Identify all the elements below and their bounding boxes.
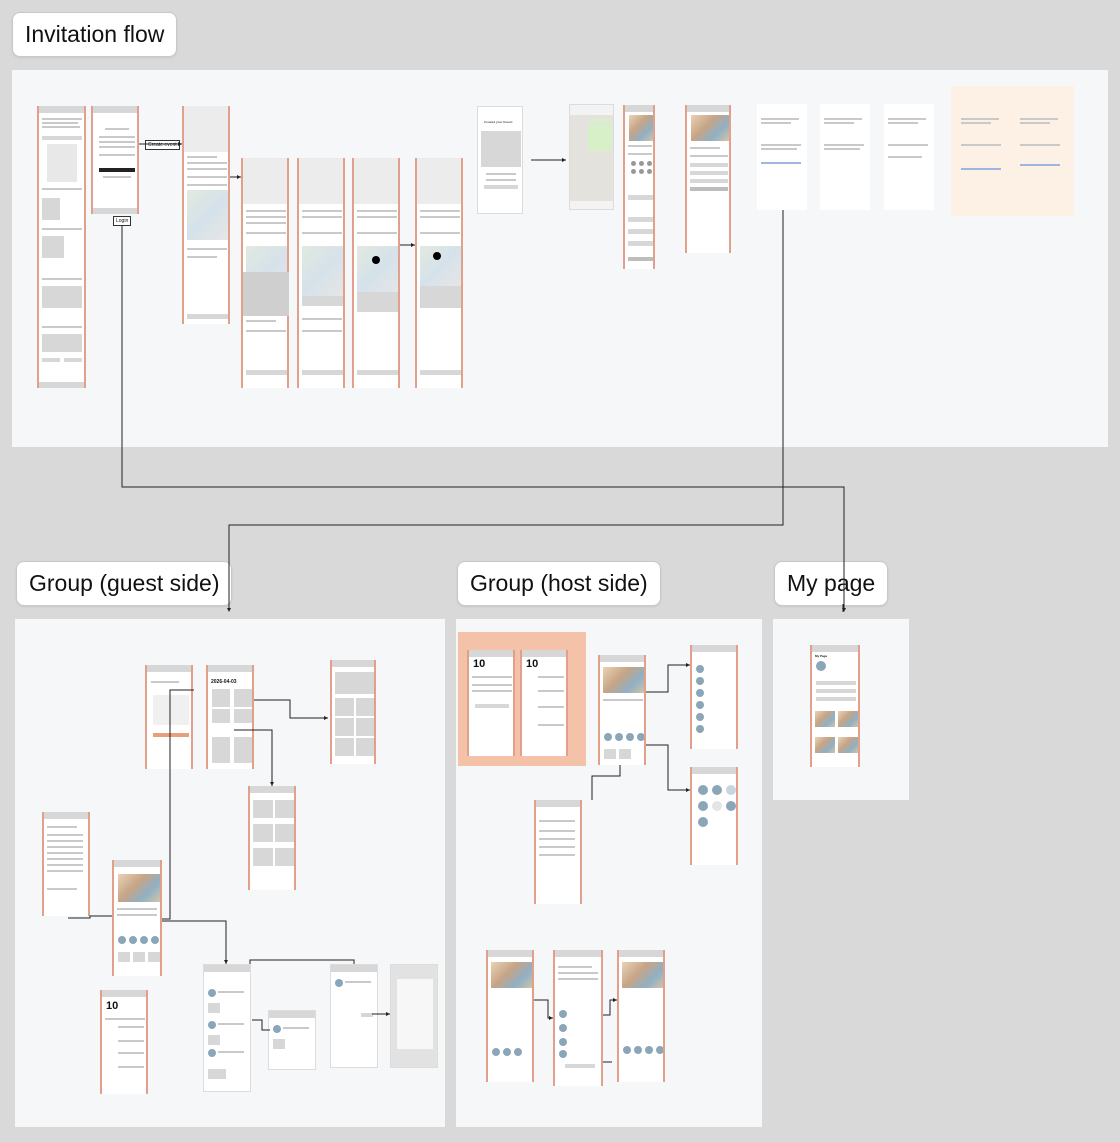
screen-host-home-2[interactable]	[486, 950, 534, 1082]
screen-guest-post-detail[interactable]	[268, 1010, 316, 1070]
my-page-title: My Page	[815, 654, 828, 658]
section-label-group-host: Group (host side)	[457, 561, 661, 606]
screen-event-variant-3[interactable]	[352, 158, 400, 388]
screen-guest-calendar[interactable]: 2026-04-03	[206, 665, 254, 769]
screen-guest-checklist[interactable]	[42, 812, 90, 916]
screen-event-variant-4[interactable]	[415, 158, 463, 388]
host-timeline-day-1: 10	[473, 658, 486, 670]
guest-date-heading: 2026-04-03	[211, 679, 237, 685]
section-label-invitation-flow: Invitation flow	[12, 12, 178, 57]
invitation-flow-board	[12, 70, 1108, 447]
screen-guest-timeline[interactable]: 10	[100, 990, 148, 1094]
screen-event-variant-2[interactable]	[297, 158, 345, 388]
screen-host-group-home[interactable]	[598, 655, 646, 765]
screen-email-1[interactable]	[757, 104, 807, 210]
screen-rsvp-2[interactable]	[685, 105, 731, 253]
screen-landing[interactable]	[37, 106, 86, 388]
screen-chat-share[interactable]	[569, 104, 614, 210]
screen-host-timeline-1[interactable]: 10	[467, 650, 515, 756]
screen-email-3[interactable]	[884, 104, 934, 210]
section-label-my-page: My page	[774, 561, 889, 606]
screen-guest-welcome[interactable]	[145, 665, 193, 769]
created-event-title: Created your Event!	[484, 120, 513, 124]
time-picker-overlay	[243, 272, 289, 316]
connector-label-login: Login	[113, 216, 132, 226]
screen-email-2[interactable]	[820, 104, 870, 210]
screen-my-page[interactable]: My Page	[810, 645, 860, 767]
screen-host-timeline-2[interactable]: 10	[520, 650, 568, 756]
guest-timeline-day: 10	[106, 1000, 119, 1012]
host-timeline-day-2: 10	[526, 658, 539, 670]
screen-email-5[interactable]	[1016, 104, 1066, 210]
screen-host-home-3[interactable]	[617, 950, 665, 1082]
screen-guest-comment[interactable]	[330, 964, 378, 1068]
screen-host-guest-list[interactable]	[690, 645, 738, 749]
screen-email-4[interactable]	[957, 104, 1007, 210]
email-highlight	[951, 86, 1074, 216]
screen-host-survey[interactable]	[553, 950, 603, 1086]
screen-host-whos-going[interactable]	[690, 767, 738, 865]
connector-label-create-event: Create event	[145, 140, 180, 150]
section-label-group-guest: Group (guest side)	[16, 561, 233, 606]
screen-host-settings[interactable]	[534, 800, 582, 904]
screen-create-event[interactable]	[182, 106, 230, 324]
screen-created-event[interactable]: Created your Event!	[477, 106, 523, 214]
screen-rsvp-1[interactable]	[623, 105, 655, 269]
screen-guest-comment-modal[interactable]	[390, 964, 438, 1068]
screen-guest-photo-list[interactable]	[248, 786, 296, 890]
screen-guest-posts[interactable]	[203, 964, 251, 1092]
screen-signup[interactable]	[91, 106, 139, 214]
screen-guest-group-home[interactable]	[112, 860, 162, 976]
screen-guest-photo-grid[interactable]	[330, 660, 376, 764]
